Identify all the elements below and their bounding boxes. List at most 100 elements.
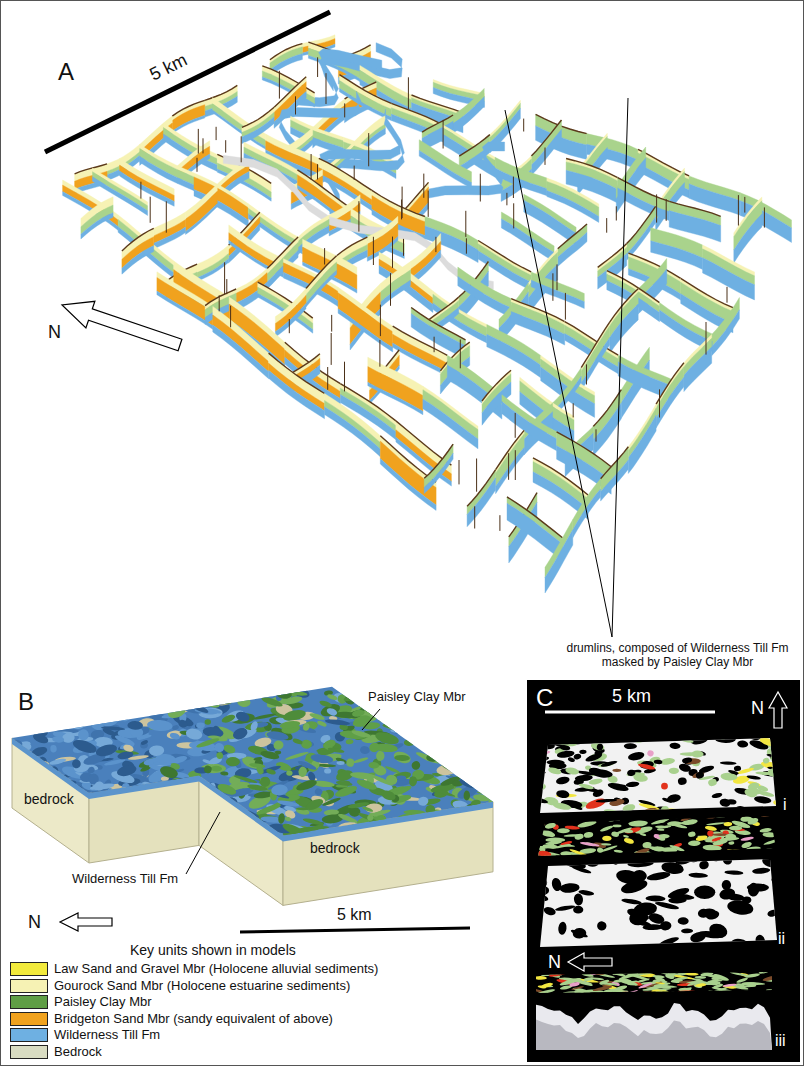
terrain-patch [71, 826, 87, 833]
fence-edge [496, 430, 524, 469]
terrain-patch [441, 721, 461, 728]
fence-band [601, 460, 629, 501]
surface-texture [526, 850, 790, 954]
terrain-patch [484, 718, 498, 726]
unit-patch [670, 822, 688, 829]
terrain-patch [197, 822, 206, 832]
unit-patch [727, 990, 749, 998]
unit-patch [577, 816, 584, 819]
unit-patch [533, 821, 543, 829]
terrain-patch [470, 772, 481, 777]
unit-patch [551, 816, 565, 822]
terrain-patch [185, 788, 208, 799]
terrain-patch [309, 712, 326, 721]
borehole-line [727, 287, 728, 303]
terrain-patch [158, 802, 178, 816]
terrain-patch [164, 793, 190, 806]
unit-patch [670, 893, 695, 901]
leader-line [505, 110, 612, 637]
unit-patch [558, 921, 568, 935]
terrain-patch [472, 689, 487, 700]
terrain-patch [71, 737, 98, 755]
terrain-patch [137, 804, 145, 815]
fence-edge [75, 164, 108, 174]
terrain-patch [1, 727, 23, 739]
unit-patch [682, 757, 693, 764]
terrain-patch [394, 812, 413, 824]
terrain-patch [396, 775, 406, 780]
unit-patch [590, 742, 605, 752]
unit-patch [573, 893, 583, 906]
terrain-patch [44, 703, 53, 712]
unit-patch [731, 819, 751, 829]
unit-patch [534, 769, 546, 774]
terrain-patch [118, 813, 144, 828]
terrain-patch [349, 822, 375, 836]
terrain-patch [113, 812, 139, 821]
unit-patch [767, 807, 774, 812]
terrain-patch [84, 805, 102, 820]
terrain-patch [208, 788, 220, 792]
terrain-patch [223, 681, 233, 692]
terrain-patch [484, 724, 494, 732]
unit-patch [731, 968, 743, 973]
unit-patch [587, 861, 598, 867]
terrain-patch [408, 708, 431, 721]
unit-patch [573, 753, 582, 760]
unit-patch [559, 977, 582, 987]
terrain-patch [484, 786, 499, 794]
unit-patch [617, 991, 632, 995]
terrain-patch [65, 780, 77, 786]
terrain-patch [71, 738, 98, 756]
terrain-patch [127, 804, 146, 820]
fence-band [380, 280, 410, 308]
terrain-patch [38, 721, 45, 726]
fence-edge [337, 237, 368, 256]
terrain-patch [83, 705, 99, 719]
unit-patch [669, 742, 680, 749]
terrain-patch [385, 717, 409, 726]
terrain-patch [40, 690, 65, 704]
unit-patch [568, 813, 578, 816]
terrain-patch [115, 814, 136, 831]
terrain-patch [52, 723, 65, 729]
terrain-patch [76, 686, 102, 704]
unit-patch [626, 781, 640, 788]
terrain-patch [44, 819, 61, 826]
borehole-line [423, 174, 424, 198]
terrain-patch [79, 816, 100, 826]
terrain-patch [256, 802, 282, 816]
terrain-patch [380, 711, 392, 723]
fence-edge [172, 100, 205, 116]
terrain-patch [379, 713, 390, 721]
terrain-patch [6, 719, 23, 726]
terrain-patch [278, 813, 286, 824]
unit-patch [543, 856, 557, 865]
unit-patch [530, 822, 545, 827]
terrain-patch [52, 736, 65, 743]
terrain-patch [197, 806, 219, 814]
unit-patch [627, 859, 654, 868]
terrain-patch [73, 823, 88, 835]
terrain-patch [350, 771, 376, 780]
scale-bar [45, 12, 330, 152]
unit-patch [577, 819, 597, 828]
fence-band [393, 334, 448, 372]
terrain-patch [22, 742, 32, 751]
borehole-line [515, 413, 516, 438]
unit-patch [528, 796, 548, 805]
unit-patch [762, 757, 770, 765]
unit-patch [621, 977, 631, 982]
model-surface [540, 738, 776, 813]
terrain-patch [71, 758, 82, 769]
terrain-patch [390, 817, 405, 830]
fence-edge [269, 353, 325, 393]
terrain-patch [58, 703, 76, 718]
unit-patch [688, 831, 696, 837]
unit-patch [761, 855, 778, 869]
terrain-patch [82, 693, 107, 708]
unit-patch [587, 817, 594, 822]
borehole-line [596, 429, 597, 441]
terrain-patch [441, 705, 451, 714]
